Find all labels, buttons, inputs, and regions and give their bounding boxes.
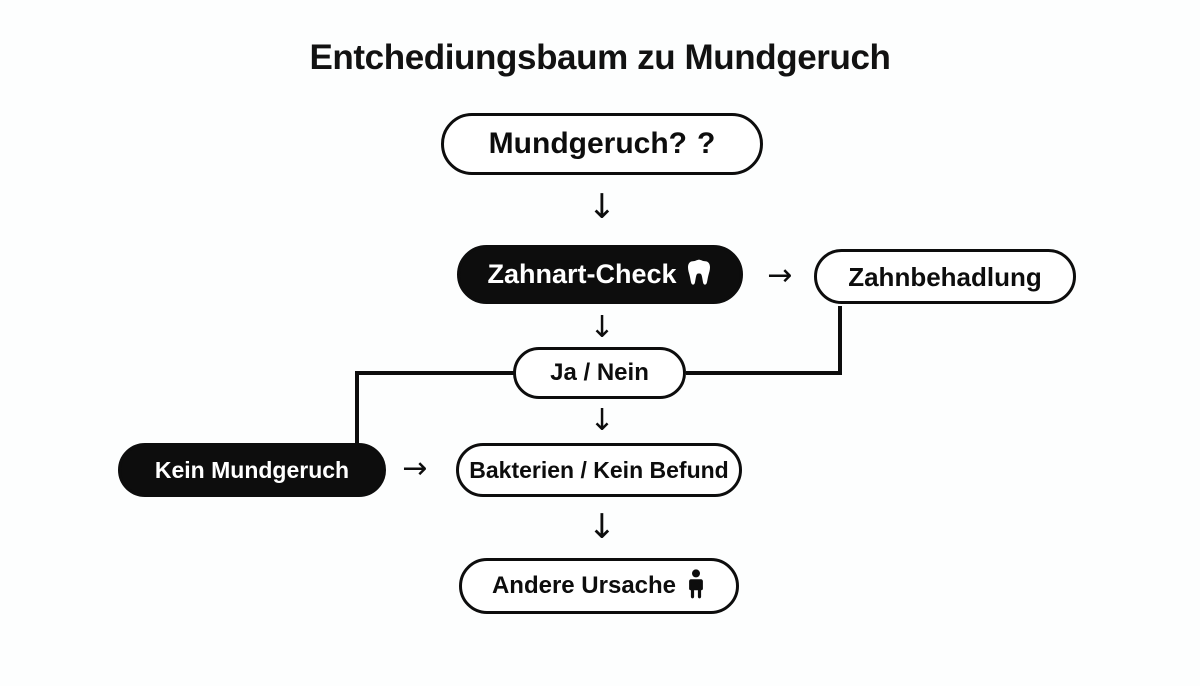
tooth-icon (687, 258, 713, 291)
node-label: Kein Mundgeruch (154, 456, 350, 483)
connector-zahnbehadlung-horizontal (686, 371, 842, 375)
standing-person-icon (686, 568, 706, 604)
node-zahnart-check[interactable]: Zahnart-Check (457, 245, 743, 304)
node-label: Mundgeruch? (488, 127, 687, 160)
connector-yesno-left-vertical (355, 371, 359, 445)
question-mark-icon: ? (696, 127, 716, 160)
node-kein-mundgeruch[interactable]: Kein Mundgeruch (118, 443, 386, 497)
arrow-root-to-dentist: ↓ (587, 187, 617, 227)
page-title: Entchediungsbaum zu Mundgeruch (309, 38, 891, 77)
node-label: Zahnbehadlung (848, 261, 1042, 292)
node-label: Bakterien / Kein Befund (469, 456, 729, 483)
node-mundgeruch[interactable]: Mundgeruch? ? (441, 113, 763, 175)
arrow-yesno-to-bacteria: ↓ (589, 403, 615, 438)
node-label: Zahnart-Check (487, 259, 677, 289)
connector-yesno-left-horizontal (355, 371, 515, 375)
node-ja-nein[interactable]: Ja / Nein (513, 347, 686, 399)
node-bakterien-kein-befund[interactable]: Bakterien / Kein Befund (456, 443, 742, 497)
arrow-kein-mundgeruch-to-bakterien: → (402, 451, 428, 486)
arrow-dentist-to-zahnbehadlung: → (767, 258, 793, 293)
arrow-dentist-to-yesno: ↓ (589, 310, 615, 345)
arrow-bacteria-to-andere-ursache: ↓ (587, 507, 617, 547)
node-label: Ja / Nein (550, 359, 649, 386)
node-zahnbehadlung[interactable]: Zahnbehadlung (814, 249, 1076, 304)
node-label: Andere Ursache (491, 572, 677, 599)
connector-zahnbehadlung-vertical (838, 306, 842, 375)
node-andere-ursache[interactable]: Andere Ursache (459, 558, 739, 614)
